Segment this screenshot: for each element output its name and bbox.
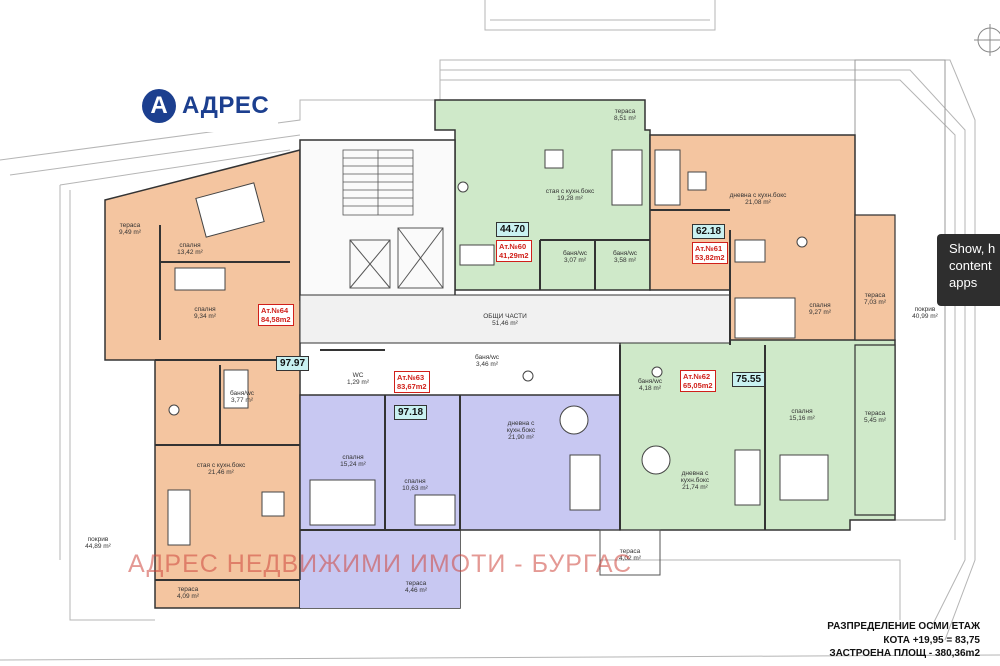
- brand-logo: A АДРЕС: [136, 80, 278, 132]
- sofa-icon: [167, 149, 761, 546]
- tooltip-line-2: content: [949, 258, 992, 273]
- compass-icon: [974, 24, 1000, 56]
- floor-info-title: РАЗПРЕДЕЛЕНИЕ ОСМИ ЕТАЖ: [827, 621, 980, 632]
- tooltip-line-1: Show, h: [949, 241, 996, 256]
- apartment-61-terrace-zone: [854, 214, 896, 341]
- floor-info: РАЗПРЕДЕЛЕНИЕ ОСМИ ЕТАЖ КОТА +19,95 = 83…: [827, 620, 980, 661]
- apartment-62-terrace-zone: [854, 344, 896, 516]
- core-zone: [299, 139, 456, 301]
- floor-info-elevation: КОТА +19,95 = 83,75: [883, 634, 980, 646]
- apartment-63-terrace-zone: [300, 530, 460, 608]
- common-corridor: [299, 294, 731, 344]
- floor-info-built-area: ЗАСТРОЕНА ПЛОЩ - 380,36m2: [829, 648, 980, 659]
- tooltip[interactable]: Show, h content apps: [937, 234, 1000, 306]
- bed-icon: [174, 182, 829, 526]
- toilet-icon: [168, 181, 808, 416]
- stair-icon: [342, 149, 414, 216]
- tooltip-line-3: apps: [949, 275, 978, 290]
- dining-table-icon: [261, 149, 707, 517]
- apartment-62-terrace-bottom: [599, 529, 661, 576]
- elevator-icon: [349, 227, 444, 289]
- logo-mark-icon: A: [142, 89, 176, 123]
- watermark-text: АДРЕС НЕДВИЖИМИ ИМОТИ - БУРГАС: [128, 550, 633, 578]
- interior-walls: [155, 209, 766, 581]
- logo-text: АДРЕС: [182, 92, 270, 119]
- bathtub-icon: [223, 239, 766, 409]
